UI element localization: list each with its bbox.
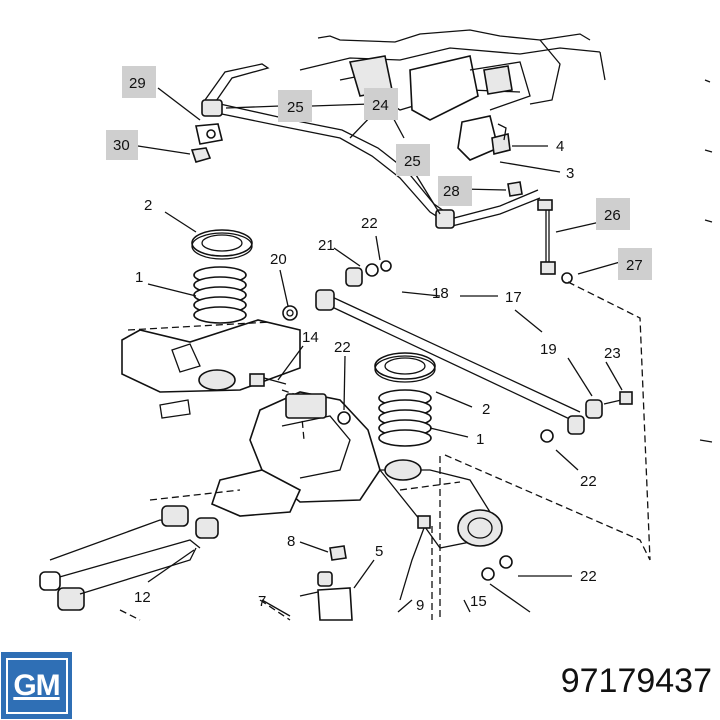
upper-coil-spring — [193, 266, 247, 324]
callout-box-28 — [438, 176, 472, 206]
callout-22c: 22 — [580, 473, 597, 490]
bar-clamp — [195, 123, 223, 145]
bar-bracket — [457, 115, 511, 161]
callout-9: 9 — [416, 597, 424, 614]
callout-17: 17 — [505, 289, 522, 306]
callout-27: 27 — [626, 257, 643, 274]
callout-15: 15 — [470, 593, 487, 610]
callout-box-29 — [122, 66, 156, 98]
gm-logo: GM — [1, 652, 72, 719]
callout-4: 4 — [556, 138, 564, 155]
callout-box-24 — [364, 88, 398, 120]
callout-2a: 2 — [144, 197, 152, 214]
nut-30 — [190, 147, 212, 163]
washer-20 — [282, 305, 298, 321]
upper-spring-insulator — [191, 229, 253, 260]
track-bar — [315, 289, 585, 435]
callout-box-26 — [596, 198, 630, 230]
callout-labels: 29 30 25 24 25 4 3 28 26 27 2 22 21 20 1… — [113, 75, 643, 614]
nut-8 — [329, 545, 347, 561]
nut-22-right — [540, 429, 554, 443]
callout-2b: 2 — [482, 401, 490, 418]
callout-26: 26 — [604, 207, 621, 224]
bolt-14 — [249, 373, 287, 387]
callout-1b: 1 — [476, 431, 484, 448]
callout-25b: 25 — [404, 153, 421, 170]
callout-29: 29 — [129, 75, 146, 92]
callout-12: 12 — [134, 589, 151, 606]
callout-7: 7 — [258, 593, 266, 610]
callout-box-25a — [278, 90, 312, 122]
nut-22-mid — [337, 411, 351, 425]
callout-box-27 — [618, 248, 652, 280]
callout-14: 14 — [302, 329, 319, 346]
lower-coil-spring — [378, 389, 432, 447]
bushing-23 — [585, 391, 633, 419]
leader-lines — [137, 87, 623, 617]
nut-22-bottom — [481, 555, 513, 581]
shock-absorber — [299, 571, 353, 621]
nut-28 — [507, 181, 523, 197]
callout-30: 30 — [113, 137, 130, 154]
callout-22b: 22 — [334, 339, 351, 356]
callout-5: 5 — [375, 543, 383, 560]
lower-spring-insulator — [374, 352, 436, 383]
callout-22a: 22 — [361, 215, 378, 232]
gm-logo-frame: GM — [5, 657, 68, 714]
callout-21: 21 — [318, 237, 335, 254]
washer-22-top — [365, 260, 392, 277]
callout-3: 3 — [566, 165, 574, 182]
callout-box-25b — [396, 144, 430, 176]
callout-8: 8 — [287, 533, 295, 550]
stabilizer-link — [537, 199, 573, 284]
callout-24: 24 — [372, 97, 389, 114]
frame-crossmember — [299, 29, 713, 443]
callout-18: 18 — [432, 285, 449, 302]
bolt-9 — [399, 515, 431, 601]
lower-control-arm — [39, 505, 291, 621]
callout-25a: 25 — [287, 99, 304, 116]
callout-23: 23 — [604, 345, 621, 362]
callout-box-30 — [106, 130, 138, 160]
callout-1a: 1 — [135, 269, 143, 286]
part-number: 97179437 — [560, 662, 712, 700]
callout-22d: 22 — [580, 568, 597, 585]
bushing-21 — [345, 267, 363, 287]
gm-logo-text: GM — [13, 668, 60, 702]
callout-20: 20 — [270, 251, 287, 268]
callout-28: 28 — [443, 183, 460, 200]
callout-19: 19 — [540, 341, 557, 358]
